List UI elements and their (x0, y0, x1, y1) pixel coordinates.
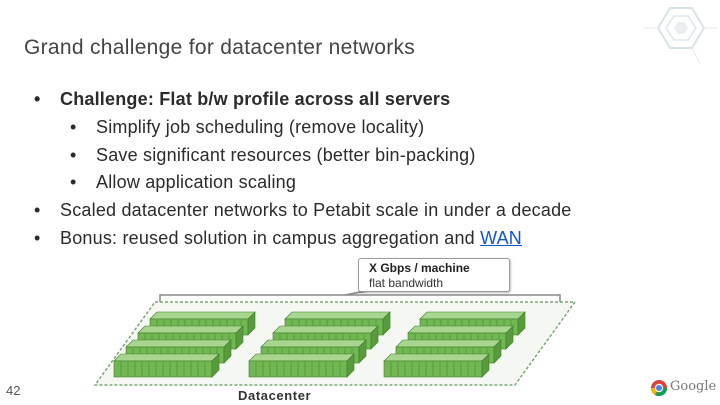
datacenter-label: Datacenter (238, 388, 312, 403)
callout-line1: X Gbps / machine (369, 261, 470, 275)
google-logo-text: Google (670, 379, 717, 394)
page-number: 42 (6, 383, 21, 398)
bullet-scaled: •Scaled datacenter networks to Petabit s… (34, 200, 572, 220)
rack-rows (113, 311, 526, 378)
rack-block (113, 353, 220, 378)
wan-link[interactable]: WAN (480, 228, 523, 248)
bullet-save: •Save significant resources (better bin-… (70, 145, 476, 165)
google-logo: Google (650, 377, 717, 399)
google-logo-icon (650, 380, 668, 397)
bandwidth-bracket (159, 294, 561, 305)
rack-block (383, 353, 490, 378)
bullet-bonus: •Bonus: reused solution in campus aggreg… (34, 228, 523, 248)
rack-block (248, 353, 355, 378)
bullet-simplify: •Simplify job scheduling (remove localit… (70, 117, 425, 137)
bandwidth-callout: X Gbps / machine flat bandwidth (358, 258, 510, 292)
callout-line2: flat bandwidth (369, 276, 444, 290)
bullet-allow: •Allow application scaling (70, 172, 297, 192)
bullet-challenge: •Challenge: Flat b/w profile across all … (34, 89, 451, 109)
hexagon-logo-icon (644, 7, 718, 65)
slide-title: Grand challenge for datacenter networks (24, 36, 416, 59)
